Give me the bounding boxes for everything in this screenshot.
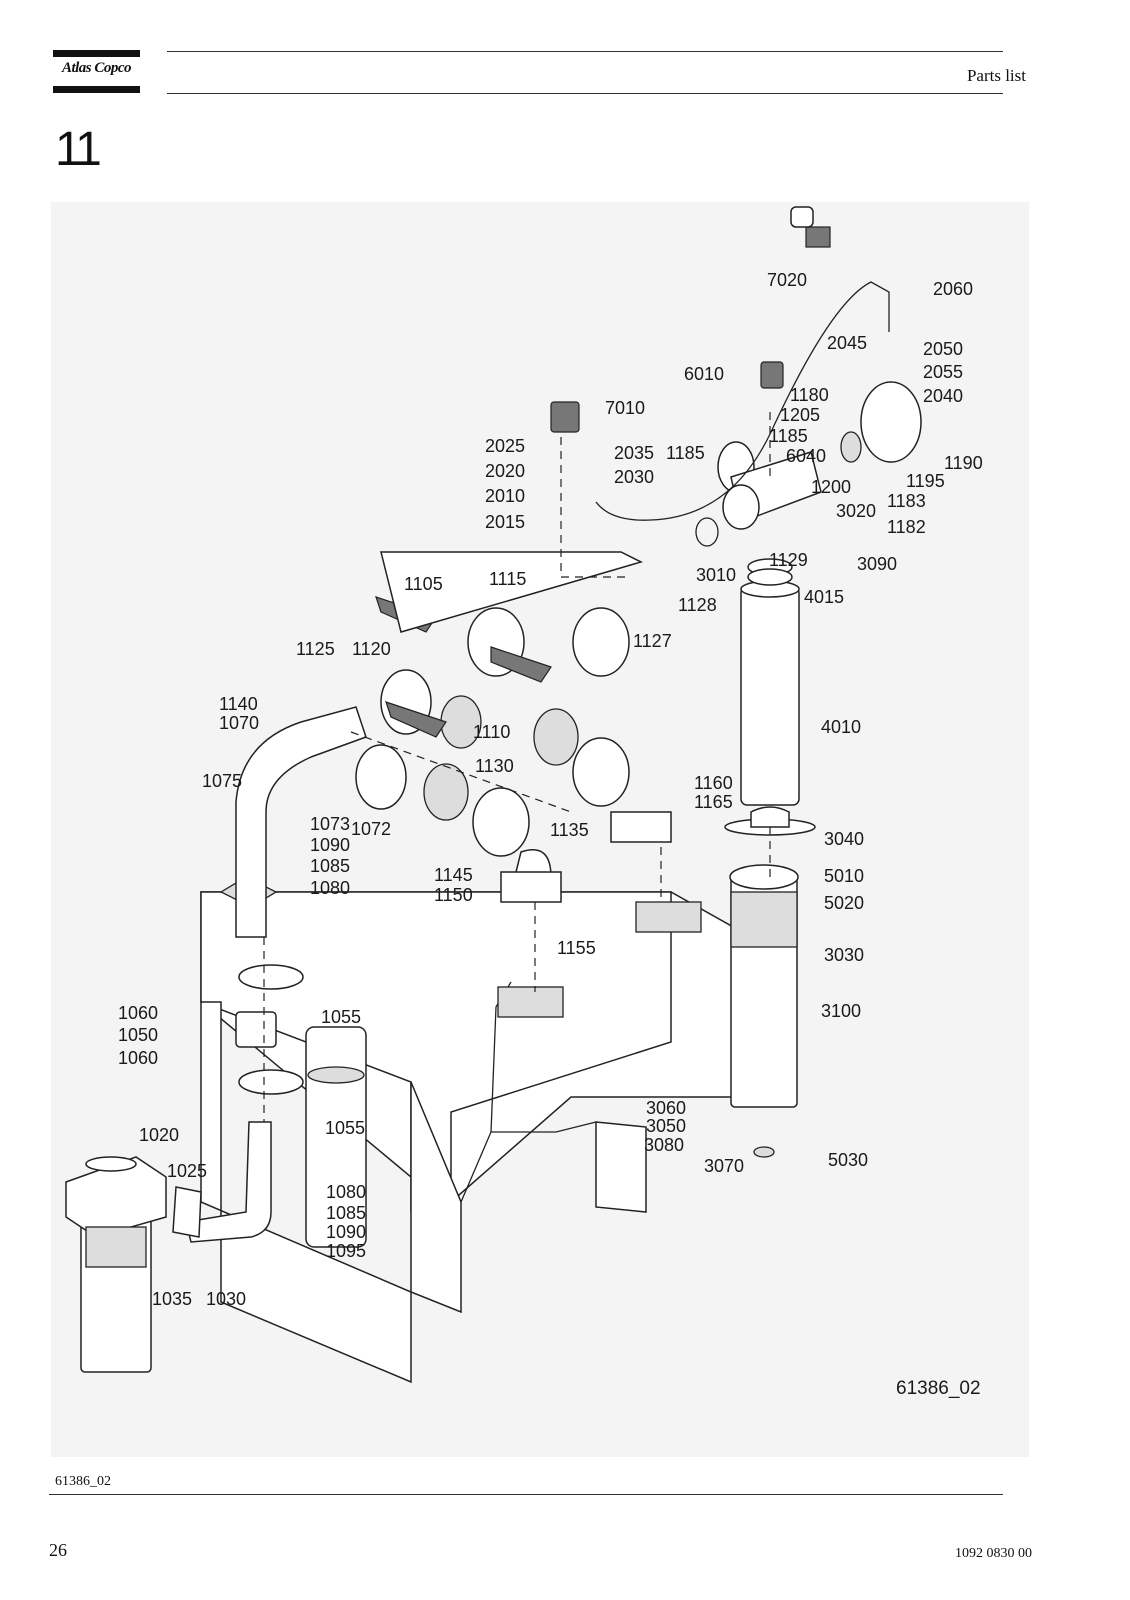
callout-7020: 7020 (767, 270, 807, 290)
callout-1080: 1080 (310, 878, 350, 898)
callout-1070: 1070 (219, 713, 259, 733)
callout-1050: 1050 (118, 1025, 158, 1045)
callout-2020: 2020 (485, 461, 525, 481)
machine-frame (200, 876, 752, 1384)
callout-1195: 1195 (906, 471, 945, 491)
callout-1182: 1182 (887, 517, 926, 537)
logo-bar-top (53, 50, 140, 57)
cartridge-filter-column (724, 558, 816, 1158)
callout-5010: 5010 (824, 866, 864, 886)
callout-5020: 5020 (824, 893, 864, 913)
callout-1090: 1090 (326, 1222, 366, 1242)
callout-1080: 1080 (326, 1182, 366, 1202)
page-number: 26 (49, 1540, 67, 1560)
callout-1072: 1072 (351, 819, 391, 839)
callout-1035: 1035 (152, 1289, 192, 1309)
figure-id-label: 61386_02 (896, 1378, 981, 1399)
header-rule-bottom (167, 93, 1003, 94)
callout-1110: 1110 (473, 722, 510, 742)
callout-1128: 1128 (678, 595, 717, 615)
callout-7010: 7010 (605, 398, 645, 418)
callout-1085: 1085 (326, 1203, 366, 1223)
assembly-guide-lines (263, 412, 771, 1122)
callout-6010: 6010 (684, 364, 724, 384)
header-title: Parts list (966, 66, 1026, 85)
callout-6040: 6040 (786, 446, 826, 466)
callout-3090: 3090 (857, 554, 897, 574)
callout-3010: 3010 (696, 565, 736, 585)
callout-1073: 1073 (310, 814, 350, 834)
footer-rule (49, 1494, 1003, 1495)
callout-1145: 1145 (434, 865, 473, 885)
callout-3100: 3100 (821, 1001, 861, 1021)
callout-1135: 1135 (550, 820, 589, 840)
callout-2010: 2010 (485, 486, 525, 506)
callout-4010: 4010 (821, 717, 861, 737)
header-rule-top (167, 51, 1003, 52)
callout-3040: 3040 (824, 829, 864, 849)
left-pipe-assembly (172, 706, 367, 1243)
callout-1130: 1130 (475, 756, 514, 776)
callout-2040: 2040 (923, 386, 963, 406)
callout-1055: 1055 (321, 1007, 361, 1027)
callout-1030: 1030 (206, 1289, 246, 1309)
callout-1160: 1160 (694, 773, 733, 793)
callout-1200: 1200 (811, 477, 851, 497)
callout-5030: 5030 (828, 1150, 868, 1170)
callout-1190: 1190 (944, 453, 983, 473)
callout-3080: 3080 (644, 1135, 684, 1155)
callout-1060: 1060 (118, 1048, 158, 1068)
valves-flanges (355, 441, 755, 1018)
callout-1105: 1105 (404, 574, 443, 594)
callout-1127: 1127 (633, 631, 672, 651)
filter-head (550, 361, 922, 547)
callout-1055: 1055 (325, 1118, 365, 1138)
callout-1090: 1090 (310, 835, 350, 855)
callout-1025: 1025 (167, 1161, 207, 1181)
callout-1155: 1155 (557, 938, 596, 958)
callout-1185: 1185 (666, 443, 705, 463)
callout-3030: 3030 (824, 945, 864, 965)
section-number: 11 (55, 123, 102, 176)
callout-2060: 2060 (933, 279, 973, 299)
callout-2050: 2050 (923, 339, 963, 359)
callout-2015: 2015 (485, 512, 525, 532)
callout-1150: 1150 (434, 885, 473, 905)
callout-1115: 1115 (489, 569, 526, 589)
callout-2055: 2055 (923, 362, 963, 382)
diagram-canvas: 7020206020452050205520406010118012051185… (65, 206, 983, 1399)
logo-bar-bottom (53, 86, 140, 93)
figure-caption: 61386_02 (55, 1474, 111, 1489)
sensor-cable (595, 206, 890, 521)
callout-2030: 2030 (614, 467, 654, 487)
callout-1180: 1180 (790, 385, 829, 405)
callout-1125: 1125 (296, 639, 335, 659)
callout-1165: 1165 (694, 792, 733, 812)
atlas-copco-logo: Atlas Copco (53, 50, 140, 93)
callout-1120: 1120 (352, 639, 391, 659)
callout-1095: 1095 (326, 1241, 366, 1261)
callout-1140: 1140 (219, 694, 258, 714)
callout-3060: 3060 (646, 1098, 686, 1118)
callout-1075: 1075 (202, 771, 242, 791)
logo-wordmark: Atlas Copco (61, 60, 132, 76)
callout-2045: 2045 (827, 333, 867, 353)
left-filter-housing (65, 1026, 367, 1373)
callout-1060: 1060 (118, 1003, 158, 1023)
callout-1020: 1020 (139, 1125, 179, 1145)
callout-1085: 1085 (310, 856, 350, 876)
callout-4015: 4015 (804, 587, 844, 607)
callout-3020: 3020 (836, 501, 876, 521)
callout-1183: 1183 (887, 491, 926, 511)
callout-1185: 1185 (769, 426, 808, 446)
callout-3050: 3050 (646, 1116, 686, 1136)
callout-1205: 1205 (780, 405, 820, 425)
callout-1129: 1129 (769, 550, 808, 570)
callout-2025: 2025 (485, 436, 525, 456)
callout-3070: 3070 (704, 1156, 744, 1176)
callout-2035: 2035 (614, 443, 654, 463)
document-number: 1092 0830 00 (955, 1546, 1032, 1561)
